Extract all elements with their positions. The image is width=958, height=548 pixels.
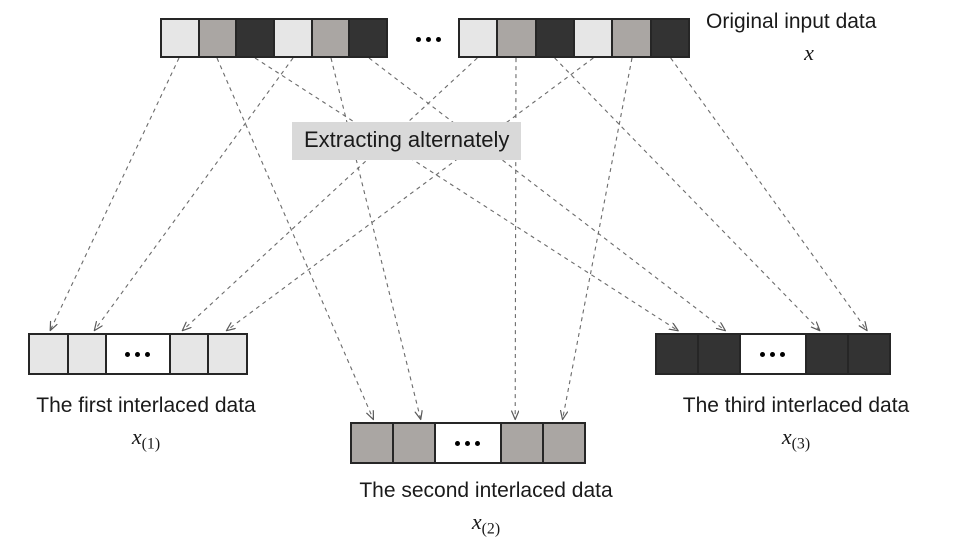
third-interlaced-cell-4: [849, 335, 889, 373]
connector-edge: [563, 57, 633, 419]
first-interlaced-data-strip: [28, 333, 248, 375]
original-left-cell-4: [312, 20, 351, 56]
extracting-alternately-text: Extracting alternately: [304, 127, 510, 152]
caption-second-variable: x(2): [471, 508, 501, 538]
first-interlaced-cell-2: [107, 335, 171, 373]
second-interlaced-data-strip: [350, 422, 586, 464]
caption-second-interlaced: The second interlaced data x(2): [322, 477, 650, 540]
original-left-cell-0: [162, 20, 200, 56]
top-row-gap-ellipsis: [408, 33, 448, 45]
connector-edge: [670, 57, 867, 330]
ellipsis-dots: [760, 351, 786, 357]
original-right-cell-4: [613, 20, 652, 56]
original-data-strip-right: [458, 18, 690, 58]
third-interlaced-cell-0: [657, 335, 699, 373]
caption-original-input: Original input data x: [706, 8, 956, 67]
original-right-cell-1: [498, 20, 537, 56]
caption-third-text: The third interlaced data: [682, 394, 910, 417]
third-interlaced-data-strip: [655, 333, 891, 375]
original-right-cell-0: [460, 20, 499, 56]
caption-original-variable: x: [804, 39, 814, 65]
caption-original-text: Original input data: [706, 10, 877, 33]
third-interlaced-cell-3: [807, 335, 850, 373]
caption-first-interlaced: The first interlaced data x(1): [0, 392, 292, 455]
original-left-cell-2: [237, 20, 276, 56]
extracting-alternately-label: Extracting alternately: [292, 122, 522, 160]
original-left-cell-1: [199, 20, 238, 56]
first-interlaced-cell-0: [30, 335, 69, 373]
original-right-cell-3: [574, 20, 614, 56]
caption-first-text: The first interlaced data: [36, 394, 256, 417]
first-interlaced-cell-1: [68, 335, 108, 373]
ellipsis-dots: [125, 351, 151, 357]
original-left-cell-5: [350, 20, 387, 56]
third-interlaced-cell-1: [698, 335, 741, 373]
original-data-strip-left: [160, 18, 388, 58]
connector-edge: [554, 57, 820, 330]
connector-edge: [254, 57, 678, 331]
caption-third-interlaced: The third interlaced data x(3): [640, 392, 952, 455]
second-interlaced-cell-4: [544, 424, 584, 462]
connector-edge: [227, 57, 594, 330]
second-interlaced-cell-2: [435, 424, 503, 462]
second-interlaced-cell-1: [393, 424, 436, 462]
connector-edge: [368, 57, 725, 330]
original-left-cell-3: [275, 20, 313, 56]
original-right-cell-5: [651, 20, 688, 56]
ellipsis-dots: [415, 36, 441, 42]
connector-edge: [50, 57, 180, 330]
connector-edge: [183, 57, 478, 330]
connector-edge: [330, 57, 421, 419]
caption-third-variable: x(3): [781, 423, 811, 453]
ellipsis-dots: [455, 440, 481, 446]
original-right-cell-2: [536, 20, 575, 56]
connector-edge: [95, 57, 294, 330]
first-interlaced-cell-3: [170, 335, 210, 373]
first-interlaced-cell-4: [209, 335, 246, 373]
caption-first-variable: x(1): [131, 423, 161, 453]
caption-second-text: The second interlaced data: [359, 479, 613, 502]
second-interlaced-cell-3: [502, 424, 545, 462]
second-interlaced-cell-0: [352, 424, 394, 462]
third-interlaced-cell-2: [740, 335, 808, 373]
connector-edge: [515, 57, 516, 419]
